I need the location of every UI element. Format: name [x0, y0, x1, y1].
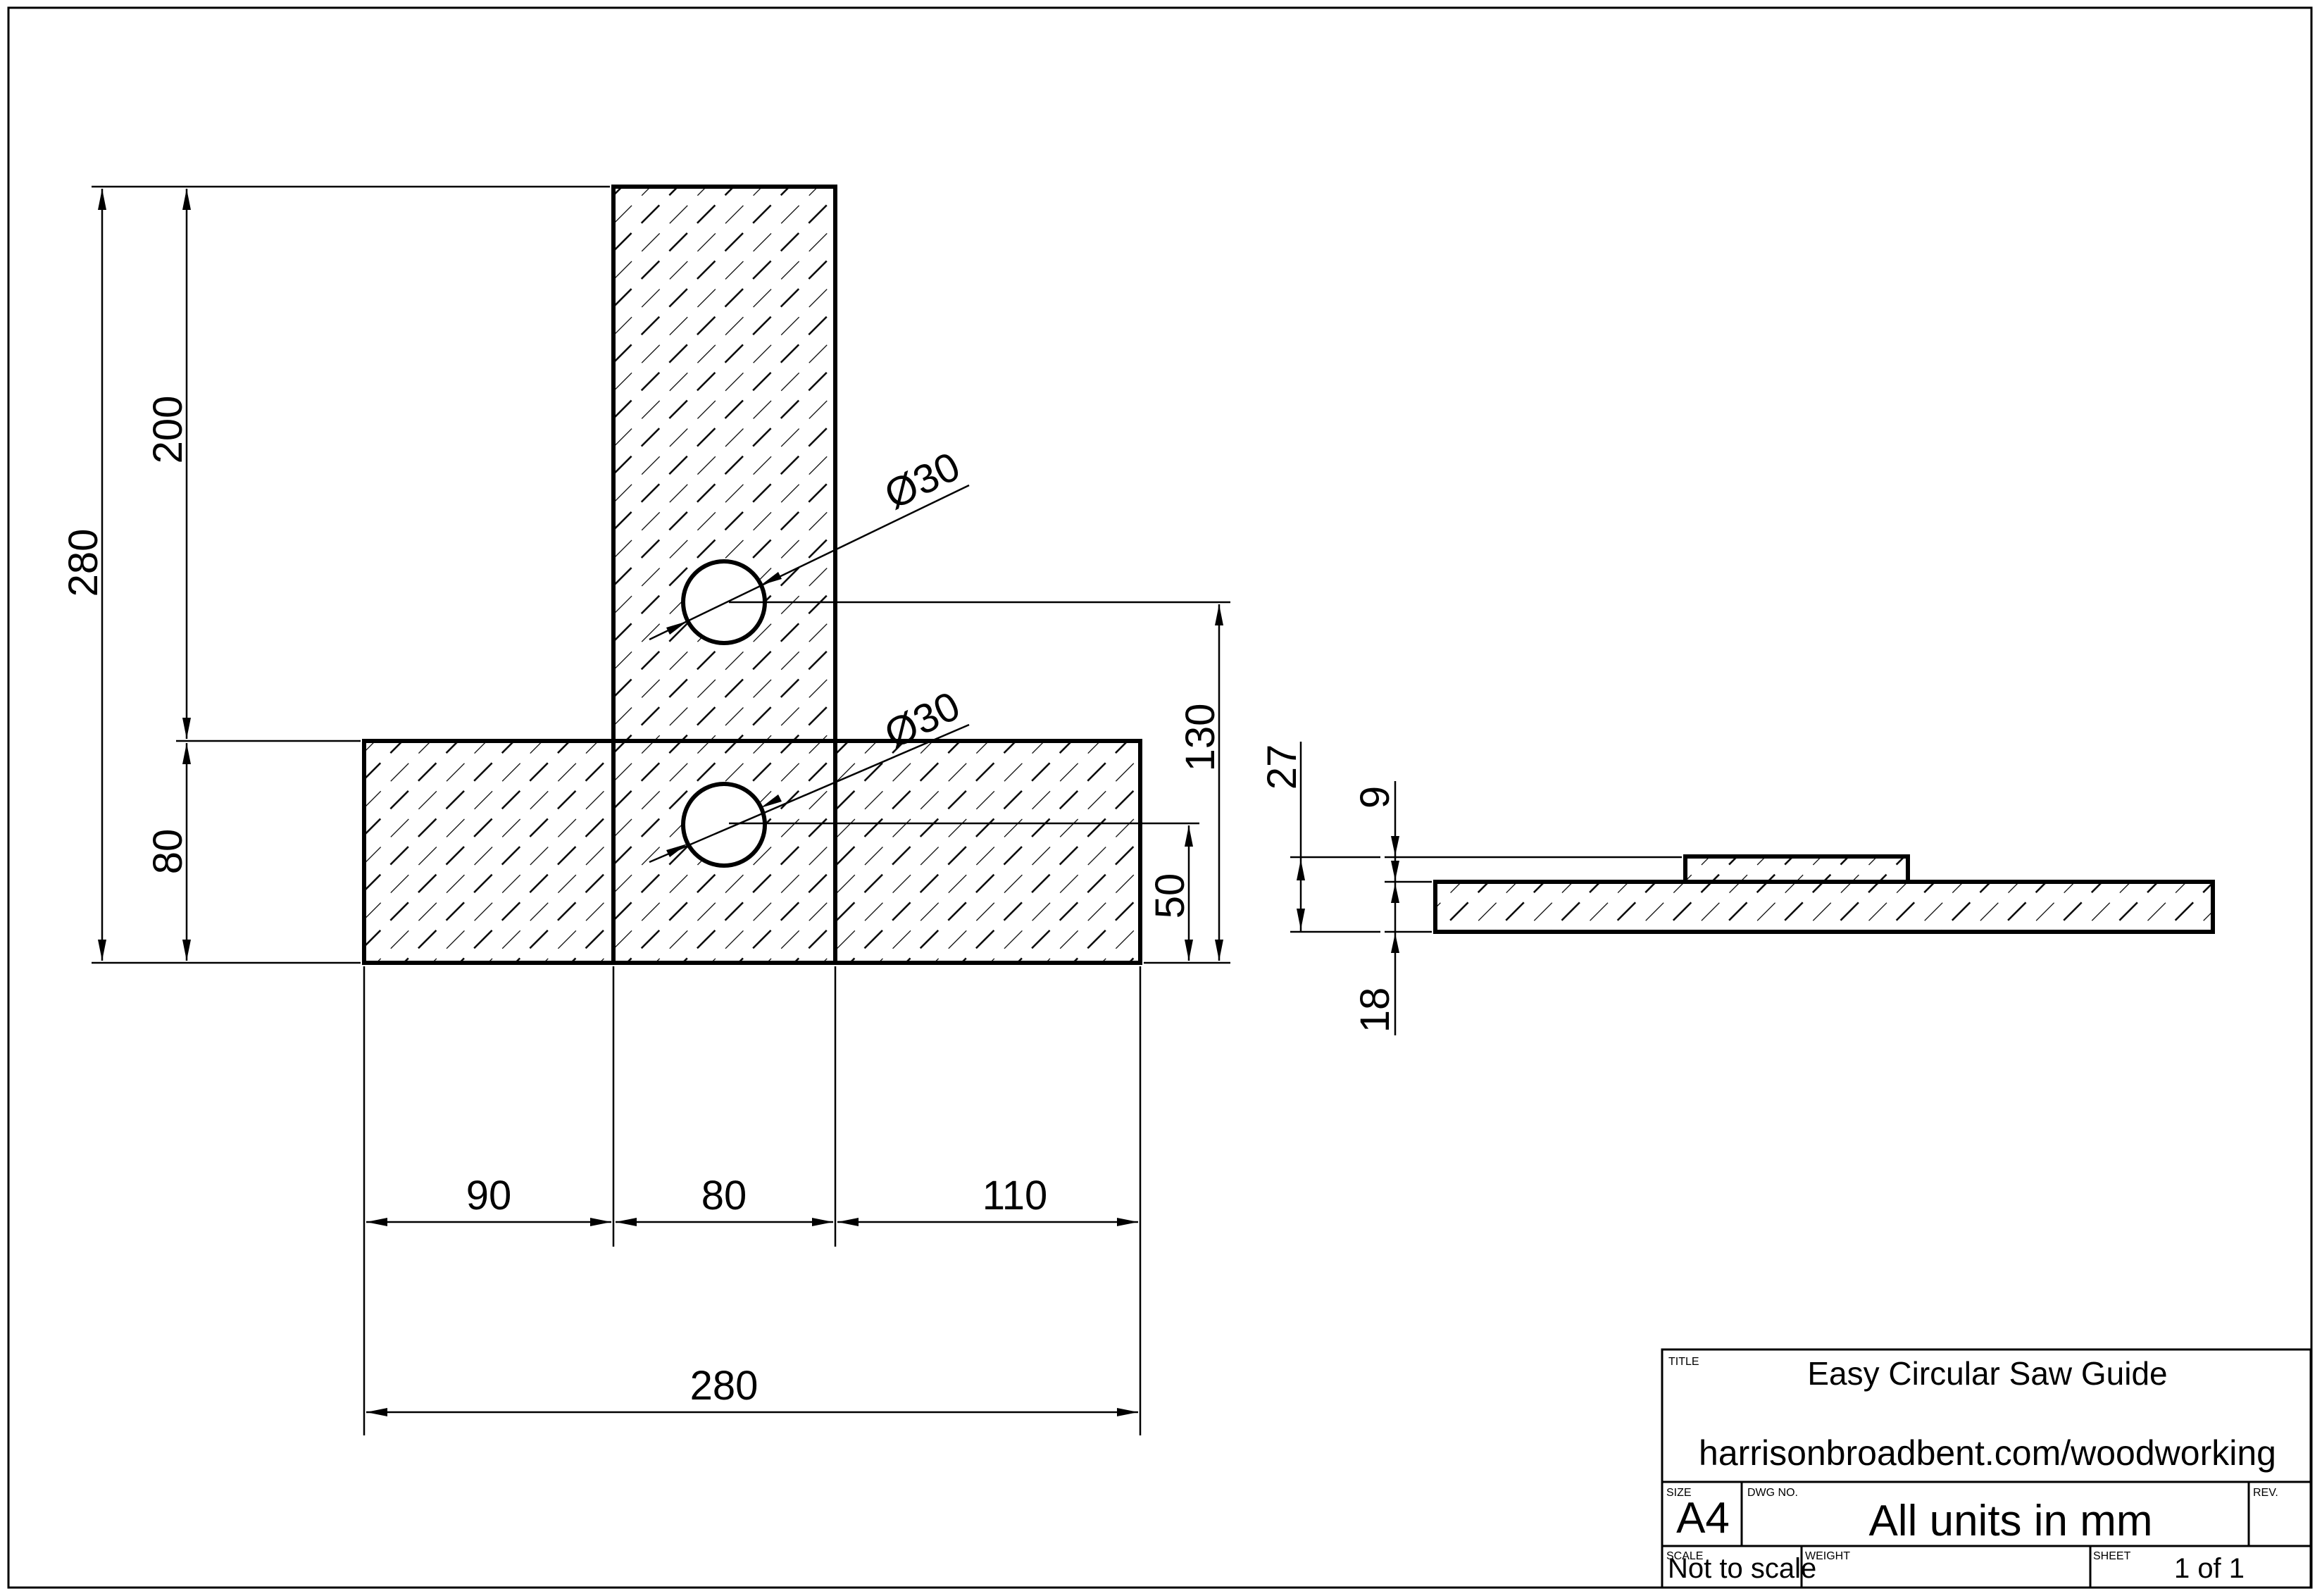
diameter-leaders [649, 484, 970, 864]
dwg-no-value: All units in mm [1868, 1497, 2152, 1545]
drawing-subtitle-url: harrisonbroadbent.com/woodworking [1699, 1433, 2276, 1473]
sheet-label: SHEET [2093, 1550, 2131, 1562]
upper-hole-fill [683, 561, 765, 643]
dim-right-width: 110 [982, 1173, 1047, 1218]
title-block [1661, 1348, 2312, 1589]
dim-upright-height: 200 [145, 396, 191, 464]
dim-top-thickness: 9 [1352, 786, 1398, 809]
sheet-value: 1 of 1 [2174, 1553, 2245, 1584]
hole-height-dimensions [729, 601, 1230, 964]
side-top-hatch [1685, 856, 1908, 882]
rev-label: REV. [2253, 1487, 2278, 1499]
base-piece [362, 739, 1142, 965]
lower-hole-fill [683, 784, 765, 866]
dim-left-width: 90 [466, 1173, 512, 1218]
left-dimensions [92, 185, 610, 964]
size-label: SIZE [1666, 1487, 1692, 1499]
scale-value: Not to scale [1668, 1553, 1816, 1584]
scale-label: SCALE [1666, 1550, 1703, 1562]
side-base-hatch [1435, 882, 2213, 932]
side-view [1433, 854, 2215, 934]
side-dimensions [1290, 742, 1682, 1035]
side-top-piece [1683, 854, 1910, 884]
title-label: TITLE [1668, 1356, 1699, 1368]
dim-center-width: 80 [701, 1173, 747, 1218]
weight-label: WEIGHT [1805, 1550, 1850, 1562]
bottom-dimensions [363, 966, 1142, 1435]
front-view [362, 185, 1142, 965]
dwg-no-label: DWG NO. [1747, 1487, 1798, 1499]
lower-hole [681, 782, 767, 868]
dim-overall-width: 280 [690, 1363, 759, 1409]
dim-upper-hole-height: 130 [1178, 704, 1223, 772]
size-value: A4 [1676, 1494, 1730, 1542]
dim-overall-height: 280 [61, 529, 106, 597]
upright-hatch [613, 187, 835, 741]
drawing-title: Easy Circular Saw Guide [1807, 1355, 2167, 1392]
dim-total-thickness: 27 [1259, 744, 1305, 790]
dim-base-thickness: 18 [1352, 987, 1398, 1033]
sheet-border [7, 6, 2313, 1589]
dim-base-height: 80 [145, 829, 191, 875]
dim-lower-hole-height: 50 [1147, 873, 1193, 919]
